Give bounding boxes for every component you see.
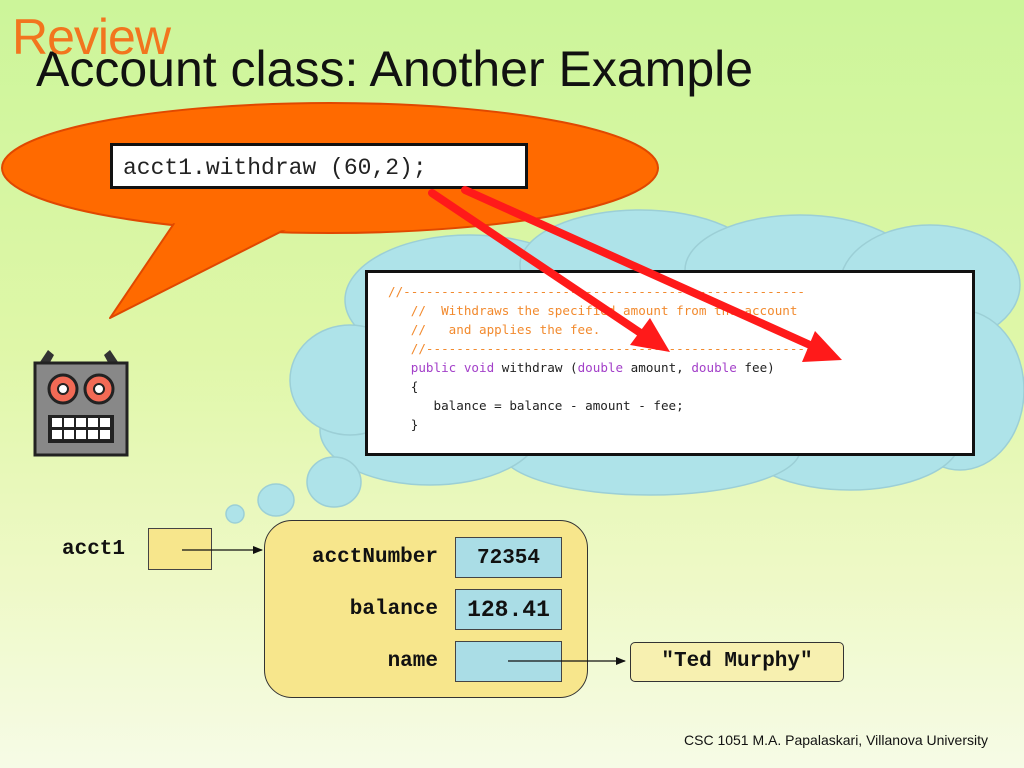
param-type: double (577, 360, 624, 375)
comment-rule: //--------------------------------------… (388, 284, 806, 299)
reference-box (148, 528, 212, 570)
thought-bubble-large (306, 456, 362, 508)
keyword-public: public (410, 360, 457, 375)
name-string-object: "Ted Murphy" (630, 642, 844, 682)
robot-icon (33, 350, 129, 457)
method-code-box: //--------------------------------------… (365, 270, 975, 456)
field-value-name (455, 641, 562, 682)
slide-footer: CSC 1051 M.A. Papalaskari, Villanova Uni… (684, 732, 988, 748)
review-tag: Review (12, 9, 171, 65)
field-label-balance: balance (349, 598, 438, 621)
param-name: amount, (623, 360, 692, 375)
comment-line: // Withdraws the specified amount from t… (410, 303, 798, 318)
method-name: withdraw ( (494, 360, 578, 375)
method-body: balance = balance - amount - fee; (410, 398, 684, 413)
thought-bubble-small (225, 504, 245, 524)
field-value-balance: 128.41 (455, 589, 562, 630)
comment-line: // and applies the fee. (410, 322, 601, 337)
param-type: double (691, 360, 737, 375)
param-name: fee) (736, 360, 775, 375)
reference-label: acct1 (62, 538, 126, 561)
slide-title: Account class: Another Example (36, 41, 754, 97)
comment-rule: //--------------------------------------… (410, 341, 828, 356)
open-brace: { (410, 379, 419, 394)
field-value-acctnumber: 72354 (455, 537, 562, 578)
close-brace: } (410, 417, 419, 432)
keyword-void: void (463, 360, 495, 375)
field-label-acctnumber: acctNumber (311, 546, 438, 569)
field-label-name: name (387, 650, 438, 673)
thought-bubble-medium (257, 483, 295, 517)
method-call-box: acct1.withdraw (60,2); (110, 143, 528, 189)
